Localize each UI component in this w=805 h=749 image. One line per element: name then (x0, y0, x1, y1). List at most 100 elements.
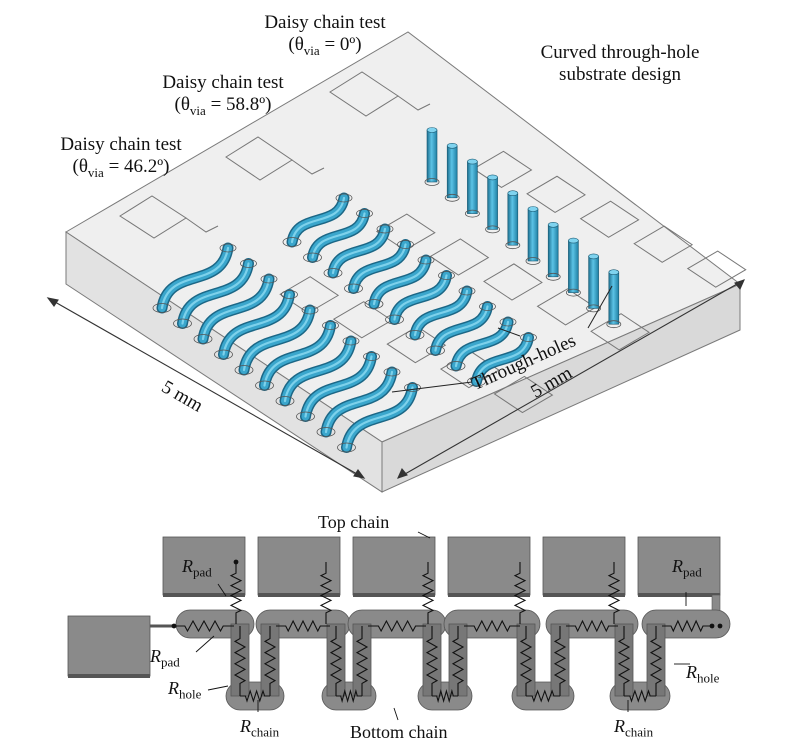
resistor (174, 619, 234, 633)
top-chain-pad-edge (638, 593, 720, 597)
r-hole-label-right: Rhole (686, 662, 720, 686)
resistor (649, 626, 663, 696)
r-hole-label-left: Rhole (168, 678, 202, 702)
curved-via-pad (405, 330, 425, 340)
curved-via-pad (240, 259, 257, 268)
resistor (319, 562, 333, 624)
top-pad-outline (279, 276, 340, 314)
daisy-test-label-1: Daisy chain test (θvia = 0º) (240, 12, 410, 62)
curved-via-pad (255, 380, 274, 391)
design-title: Curved through-hole substrate design (520, 42, 720, 86)
curved-via-pad (383, 367, 401, 377)
label-leader (217, 583, 227, 597)
curved-via-pad (323, 268, 343, 278)
straight-via (426, 129, 438, 183)
r-pad-label-right: Rpad (672, 556, 702, 580)
curved-via-pad (342, 336, 360, 346)
top-pad-outline (375, 213, 436, 251)
resistor (263, 626, 277, 696)
straight-via-top (467, 158, 478, 165)
curved-via-highlight (263, 324, 332, 387)
curved-via-highlight (434, 305, 489, 352)
top-chain-pad-edge (258, 593, 340, 597)
resistor (451, 626, 465, 696)
r-chain-label-left: Rchain (240, 716, 280, 740)
curved-via-pad (397, 240, 414, 249)
curved-via-highlight (331, 227, 387, 275)
curved-via-pad (458, 286, 476, 296)
curved-via-highlight (311, 212, 366, 259)
curved-via-pad (316, 427, 336, 437)
curved-via-highlight (290, 196, 346, 244)
curved-via-pad (152, 303, 172, 313)
straight-via-top (527, 206, 539, 212)
resistor (329, 626, 343, 696)
curved-via-pad (234, 365, 254, 375)
straight-via-pad (505, 241, 521, 250)
straight-via-top (426, 127, 438, 133)
straight-via-pad (545, 272, 561, 281)
straight-via-pad (606, 320, 622, 329)
curved-via-pad (173, 318, 192, 329)
top-chain-link (443, 609, 541, 639)
straight-via-top (608, 269, 620, 276)
curved-via-pad (385, 314, 404, 325)
resistor (336, 688, 362, 704)
curved-via-pad (214, 349, 233, 360)
probe-pad-left (67, 615, 151, 677)
resistor (607, 562, 621, 624)
curved-vias (152, 192, 537, 453)
curved-via-pad (335, 193, 353, 203)
top-pad-outline (579, 200, 640, 238)
straight-via (568, 240, 579, 293)
straight-via-top (568, 237, 579, 244)
curved-via-pad (438, 271, 455, 280)
curved-via-pad (479, 302, 496, 311)
daisy-test-2-angle: (θvia = 58.8º) (174, 94, 272, 118)
top-pad-outline (526, 175, 586, 213)
straight-vias (424, 127, 622, 329)
straight-via-top (446, 143, 458, 149)
probe-pad-left-edge (68, 674, 150, 678)
daisy-test-3-title: Daisy chain test (60, 134, 182, 155)
curved-via-pad (281, 290, 298, 299)
top-chain-pad (257, 536, 341, 596)
curved-via-pad (363, 352, 380, 361)
curved-via-pad (322, 321, 339, 330)
straight-via (588, 256, 599, 309)
curved-via-pad (426, 345, 445, 356)
resistor (229, 562, 243, 624)
daisy-test-3-angle: (θvia = 46.2º) (72, 156, 170, 180)
top-chain-pad-edge (448, 593, 530, 597)
straight-via-top (487, 174, 498, 181)
curved-via-pad (193, 334, 213, 344)
curved-via-highlight (181, 262, 250, 325)
dimension-arrows (46, 279, 746, 479)
resistor (553, 626, 567, 696)
top-chain-pad-edge (543, 593, 625, 597)
straight-via (446, 145, 458, 199)
resistor (421, 562, 435, 624)
resistor (624, 689, 656, 703)
top-chain-pad (542, 536, 626, 596)
resistor (368, 619, 426, 633)
straight-via-pad (586, 304, 601, 313)
label-leader (417, 531, 431, 539)
top-chain-pad-edge (163, 593, 245, 597)
node-dot (171, 623, 177, 629)
curved-via-highlight (372, 258, 428, 306)
curved-via-pad (364, 299, 384, 309)
curved-via-pad (219, 243, 237, 253)
curved-via-pad (275, 396, 295, 406)
resistor (526, 689, 560, 703)
leader-lines (391, 285, 613, 393)
top-pad-outline (633, 225, 694, 263)
daisy-test-2-title: Daisy chain test (162, 72, 284, 93)
curved-via-highlight (413, 289, 469, 337)
resistor (240, 689, 270, 703)
straight-via-pad (464, 209, 480, 218)
curved-via-highlight (222, 293, 291, 356)
resistor (662, 619, 712, 633)
top-pad-grid (119, 71, 431, 239)
